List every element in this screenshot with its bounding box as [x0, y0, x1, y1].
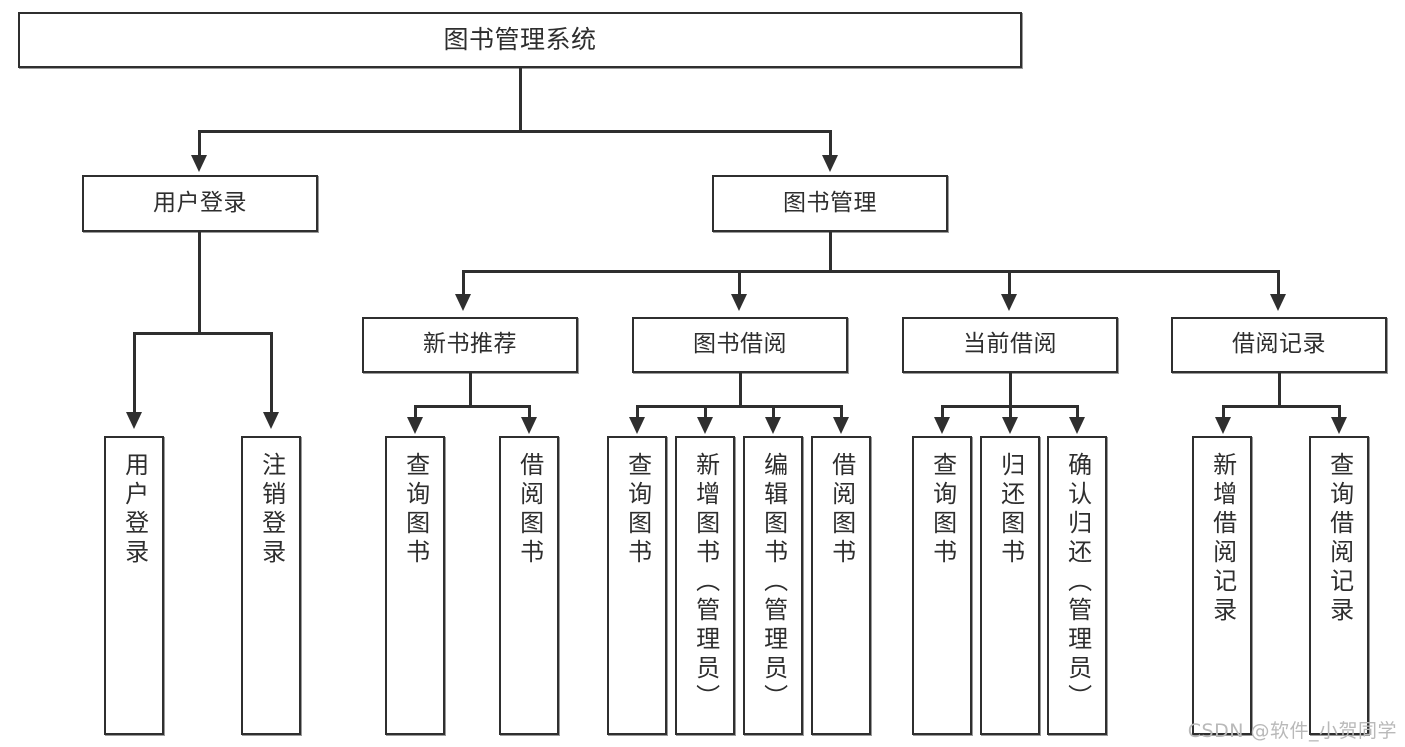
- connector-user-login-stem: [198, 232, 201, 334]
- node-current-borrow[interactable]: 当前借阅: [902, 317, 1118, 373]
- node-label: 借阅图书: [827, 452, 856, 568]
- arrowhead-leaf-query-record: [1331, 417, 1347, 434]
- node-leaf-edit-book[interactable]: 编辑图书（管理员）: [743, 436, 803, 735]
- node-borrow-record[interactable]: 借阅记录: [1171, 317, 1387, 373]
- node-label: 查询借阅记录: [1325, 452, 1354, 626]
- watermark-text: CSDN @软件_小贺同学: [1187, 720, 1397, 742]
- node-leaf-query-book-borrow[interactable]: 查询图书: [607, 436, 667, 735]
- arrowhead-borrow-record: [1270, 294, 1286, 311]
- connector-new-book-bus: [414, 405, 531, 408]
- arrowhead-leaf-borrow-book-1: [521, 417, 537, 434]
- node-leaf-borrow-book[interactable]: 借阅图书: [811, 436, 871, 735]
- node-leaf-add-borrow-record[interactable]: 新增借阅记录: [1192, 436, 1252, 735]
- node-leaf-logout[interactable]: 注销登录: [241, 436, 301, 735]
- connector-borrow-record-bus: [1222, 405, 1341, 408]
- node-label: 图书借阅: [693, 331, 787, 358]
- node-label: 用户登录: [153, 189, 247, 216]
- node-label: 查询图书: [401, 452, 430, 568]
- arrowhead-leaf-confirm-return: [1069, 417, 1085, 434]
- node-leaf-confirm-return[interactable]: 确认归还（管理员）: [1047, 436, 1107, 735]
- arrowhead-leaf-add-book: [697, 417, 713, 434]
- arrowhead-leaf-edit-book: [765, 417, 781, 434]
- node-label: 编辑图书（管理员）: [759, 452, 788, 713]
- node-label: 新增图书（管理员）: [691, 452, 720, 713]
- node-new-book-recommend[interactable]: 新书推荐: [362, 317, 578, 373]
- connector-book-mgmt-stem: [829, 232, 832, 272]
- arrowhead-user-login: [191, 155, 207, 172]
- node-label: 借阅图书: [515, 452, 544, 568]
- arrowhead-leaf-query-book-2: [629, 417, 645, 434]
- arrowhead-book-mgmt: [822, 155, 838, 172]
- connector-user-login-drop-1: [133, 332, 136, 414]
- connector-current-borrow-stem: [1009, 373, 1012, 407]
- node-book-borrow[interactable]: 图书借阅: [632, 317, 848, 373]
- connector-book-borrow-stem: [739, 373, 742, 407]
- connector-current-borrow-drop-2: [1009, 405, 1012, 419]
- node-label: 确认归还（管理员）: [1063, 452, 1092, 713]
- connector-book-mgmt-bus: [462, 270, 1280, 273]
- arrowhead-leaf-query-book-3: [934, 417, 950, 434]
- node-label: 新增借阅记录: [1208, 452, 1237, 626]
- connector-root-to-user-login: [198, 130, 201, 157]
- node-leaf-add-book[interactable]: 新增图书（管理员）: [675, 436, 735, 735]
- node-leaf-query-borrow-record[interactable]: 查询借阅记录: [1309, 436, 1369, 735]
- arrowhead-new-book-recommend: [455, 294, 471, 311]
- node-label: 新书推荐: [423, 331, 517, 358]
- node-label: 当前借阅: [963, 331, 1057, 358]
- node-leaf-query-book-current[interactable]: 查询图书: [912, 436, 972, 735]
- node-label: 图书管理系统: [443, 25, 597, 55]
- node-label: 查询图书: [928, 452, 957, 568]
- node-book-management[interactable]: 图书管理: [712, 175, 948, 232]
- node-user-login[interactable]: 用户登录: [82, 175, 318, 232]
- connector-book-mgmt-drop-3: [1008, 270, 1011, 296]
- node-leaf-borrow-book-recommend[interactable]: 借阅图书: [499, 436, 559, 735]
- node-leaf-query-book-recommend[interactable]: 查询图书: [385, 436, 445, 735]
- connector-borrow-record-stem: [1278, 373, 1281, 407]
- connector-book-borrow-bus: [636, 405, 842, 408]
- connector-user-login-drop-2: [270, 332, 273, 414]
- connector-book-borrow-drop-1: [636, 405, 639, 419]
- node-label: 注销登录: [257, 452, 286, 568]
- connector-book-borrow-drop-3: [772, 405, 775, 419]
- node-label: 查询图书: [623, 452, 652, 568]
- connector-root-stem: [519, 68, 522, 132]
- node-leaf-return-book[interactable]: 归还图书: [980, 436, 1040, 735]
- arrowhead-leaf-add-record: [1215, 417, 1231, 434]
- connector-book-mgmt-drop-4: [1277, 270, 1280, 296]
- arrowhead-current-borrow: [1001, 294, 1017, 311]
- connector-borrow-record-drop-2: [1338, 405, 1341, 419]
- node-label: 借阅记录: [1232, 331, 1326, 358]
- node-label: 用户登录: [120, 452, 149, 568]
- connector-current-borrow-drop-3: [1076, 405, 1079, 419]
- connector-new-book-drop-1: [414, 405, 417, 419]
- arrowhead-leaf-logout: [263, 412, 279, 429]
- connector-book-mgmt-drop-2: [738, 270, 741, 296]
- connector-user-login-bus: [133, 332, 273, 335]
- connector-book-mgmt-drop-1: [462, 270, 465, 296]
- node-root-system[interactable]: 图书管理系统: [18, 12, 1022, 68]
- arrowhead-book-borrow: [731, 294, 747, 311]
- arrowhead-leaf-user-login: [126, 412, 142, 429]
- connector-new-book-stem: [469, 373, 472, 407]
- node-label: 图书管理: [783, 189, 877, 216]
- connector-current-borrow-drop-1: [941, 405, 944, 419]
- connector-root-to-book-mgmt: [829, 130, 832, 157]
- arrowhead-leaf-return-book: [1002, 417, 1018, 434]
- node-label: 归还图书: [996, 452, 1025, 568]
- connector-borrow-record-drop-1: [1222, 405, 1225, 419]
- node-leaf-user-login[interactable]: 用户登录: [104, 436, 164, 735]
- connector-new-book-drop-2: [528, 405, 531, 419]
- arrowhead-leaf-borrow-book-2: [833, 417, 849, 434]
- connector-root-bus: [198, 130, 832, 133]
- arrowhead-leaf-query-book-1: [407, 417, 423, 434]
- connector-book-borrow-drop-4: [840, 405, 843, 419]
- connector-book-borrow-drop-2: [704, 405, 707, 419]
